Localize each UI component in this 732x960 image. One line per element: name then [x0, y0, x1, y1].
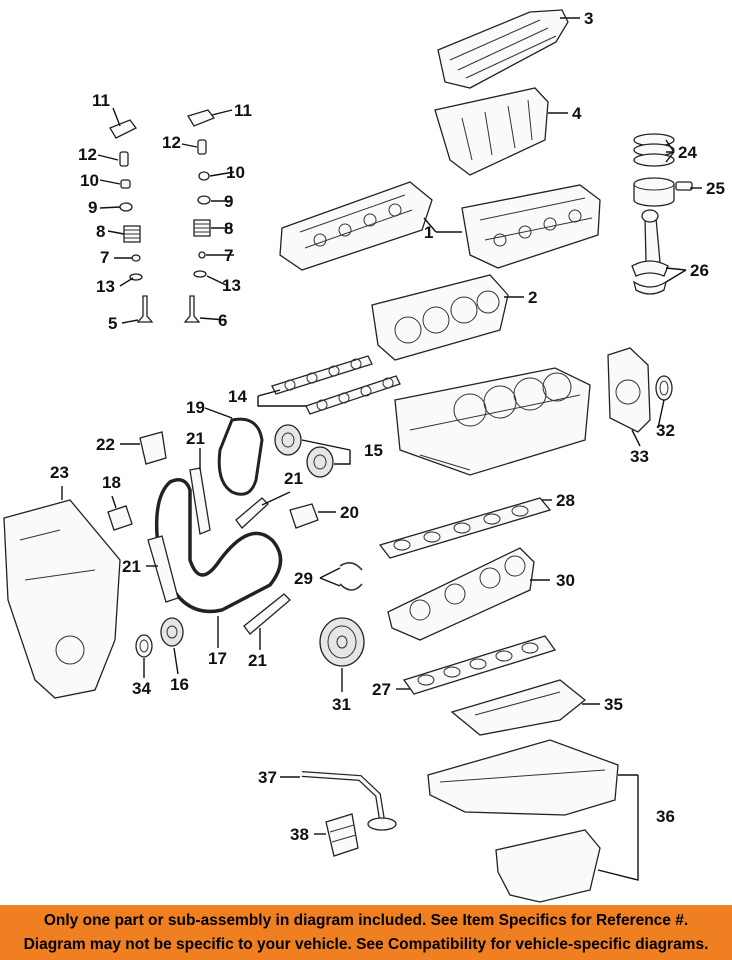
- part-18-oil-jet: [107, 505, 133, 531]
- part-26-connecting-rod: [631, 209, 669, 295]
- part-34-front-seal: [135, 634, 153, 658]
- callout-17: 17: [208, 649, 227, 668]
- callout-15: 15: [364, 441, 383, 460]
- part-25-piston: [633, 177, 693, 207]
- part-30-crankshaft: [387, 547, 535, 641]
- disclaimer-line-2: Diagram may not be specific to your vehi…: [23, 936, 709, 953]
- part-32-seal: [655, 375, 673, 401]
- callout-36: 36: [656, 807, 675, 826]
- disclaimer-banner: Only one part or sub-assembly in diagram…: [0, 905, 732, 960]
- callout-21-d: 21: [248, 651, 267, 670]
- callout-35: 35: [604, 695, 623, 714]
- callout-7-right: 7: [224, 246, 233, 265]
- part-19-timing-chain: [217, 417, 264, 496]
- part-20-tensioner: [289, 503, 319, 529]
- callout-32: 32: [656, 421, 675, 440]
- callout-24: 24: [678, 143, 697, 162]
- part-16-crank-sprocket: [160, 617, 184, 647]
- callout-2: 2: [528, 288, 537, 307]
- callout-16: 16: [170, 675, 189, 694]
- part-22-idler: [139, 431, 167, 465]
- leader-lines: [61, 17, 702, 881]
- callout-33: 33: [630, 447, 649, 466]
- callout-12-left: 12: [78, 145, 97, 164]
- callout-12-right: 12: [162, 133, 181, 152]
- callout-8-right: 8: [224, 219, 233, 238]
- part-38-oil-pump: [325, 813, 359, 857]
- callout-13-left: 13: [96, 277, 115, 296]
- engine-parts-diagram: 3 4 1 2 24 25 26 11 12 10 9 8 7 13 5 11 …: [3, 9, 725, 903]
- disclaimer-line-1: Only one part or sub-assembly in diagram…: [43, 912, 689, 929]
- part-35-oil-baffle: [450, 679, 587, 736]
- callout-13-right: 13: [222, 276, 241, 295]
- callout-21-c: 21: [122, 557, 141, 576]
- callout-21-b: 21: [284, 469, 303, 488]
- callout-25: 25: [706, 179, 725, 198]
- callout-38: 38: [290, 825, 309, 844]
- part-4-gasket: [434, 87, 549, 176]
- callout-labels: 3 4 1 2 24 25 26 11 12 10 9 8 7 13 5 11 …: [50, 9, 725, 844]
- callout-31: 31: [332, 695, 351, 714]
- callout-9-right: 9: [224, 192, 233, 211]
- callout-1: 1: [424, 223, 433, 242]
- callout-18: 18: [102, 473, 121, 492]
- callout-3: 3: [584, 9, 593, 28]
- part-24-piston-rings: [633, 133, 675, 167]
- part-21-chain-guides: [147, 467, 291, 635]
- callout-20: 20: [340, 503, 359, 522]
- callout-34: 34: [132, 679, 151, 698]
- part-27-lower-bearings: [402, 635, 557, 695]
- callout-8-left: 8: [96, 222, 105, 241]
- callout-9-left: 9: [88, 198, 97, 217]
- callout-27: 27: [372, 680, 391, 699]
- callout-23: 23: [50, 463, 69, 482]
- callout-4: 4: [572, 104, 582, 123]
- callout-21-a: 21: [186, 429, 205, 448]
- part-31-pulley: [319, 617, 365, 667]
- engine-block: [394, 367, 591, 476]
- valvetrain-left: [109, 119, 154, 323]
- callout-22: 22: [96, 435, 115, 454]
- callout-11-right: 11: [234, 101, 252, 120]
- part-1-cylinder-heads: [279, 181, 601, 271]
- valvetrain-right: [183, 109, 216, 323]
- part-15-cam-sprockets: [274, 424, 334, 478]
- callout-37: 37: [258, 768, 277, 787]
- callout-6: 6: [218, 311, 227, 330]
- part-3-valve-cover: [437, 9, 569, 89]
- callout-28: 28: [556, 491, 575, 510]
- part-33-rear-cover: [607, 347, 651, 433]
- callout-11-left: 11: [92, 91, 110, 110]
- callout-30: 30: [556, 571, 575, 590]
- callout-10-right: 10: [226, 163, 245, 182]
- callout-19: 19: [186, 398, 205, 417]
- callout-29: 29: [294, 569, 313, 588]
- callout-5: 5: [108, 314, 117, 333]
- part-23-timing-cover: [3, 499, 121, 699]
- callout-7-left: 7: [100, 248, 109, 267]
- part-2-head-gasket: [371, 274, 509, 361]
- part-29-thrust-washers: [339, 562, 363, 591]
- callout-14: 14: [228, 387, 247, 406]
- callout-10-left: 10: [80, 171, 99, 190]
- callout-26: 26: [690, 261, 709, 280]
- part-28-upper-bearings: [378, 497, 552, 559]
- part-37-oil-pickup: [301, 771, 397, 831]
- part-36-oil-pans: [427, 739, 619, 903]
